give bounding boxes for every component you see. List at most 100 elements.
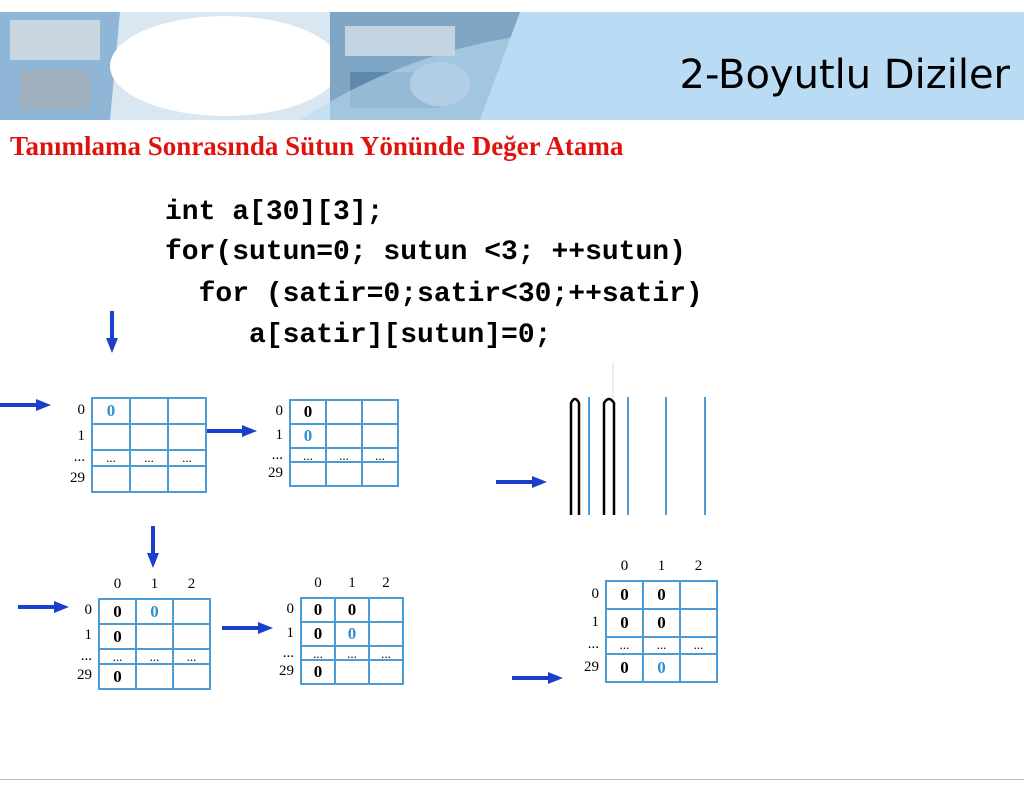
arrow-right-icon — [512, 672, 563, 684]
table-cell: 0 — [347, 624, 357, 643]
arrow-right-icon — [496, 476, 547, 488]
table-cell: 0 — [106, 401, 116, 420]
table-row-label: 1 — [77, 427, 86, 444]
table-cell: 0 — [657, 613, 666, 632]
table-cell — [369, 598, 403, 622]
table-cell — [130, 398, 168, 424]
code-line-1: int a[30][3]; — [165, 197, 384, 228]
table-cell — [362, 462, 398, 486]
table-cell: 0 — [657, 658, 666, 677]
table-cell — [369, 622, 403, 646]
table-cell — [173, 664, 210, 689]
arrow-right-icon — [0, 399, 51, 411]
table-row-label: 29 — [268, 464, 283, 481]
table-cell: 0 — [313, 624, 323, 643]
code-line-2: for(sutun=0; sutun <3; ++sutun) — [165, 237, 686, 268]
table-border — [605, 580, 718, 683]
table-cell — [173, 599, 210, 624]
table-row-label: 0 — [286, 600, 295, 617]
slide-bottom-divider — [0, 779, 1024, 780]
table-cell — [168, 466, 206, 492]
table-cell: ... — [347, 646, 357, 661]
arrow-right-icon — [18, 601, 69, 613]
table-cell: ... — [339, 448, 349, 463]
header-banner: 2-Boyutlu Diziler — [0, 12, 1024, 120]
table-row-label: 0 — [275, 402, 284, 419]
table-row-label: 29 — [279, 662, 294, 679]
table-cell — [680, 654, 717, 682]
table-cell: 0 — [620, 585, 629, 604]
arrow-down-icon — [147, 526, 159, 568]
table-row-label: 1 — [591, 613, 600, 630]
table-cell: 0 — [620, 658, 629, 677]
table-grid-lines — [98, 598, 211, 690]
table-cell: ... — [693, 637, 704, 652]
table-cell: ... — [303, 448, 313, 463]
table-row-label: 29 — [70, 469, 85, 486]
table-cell: ... — [112, 649, 123, 664]
table-cell: ... — [144, 450, 154, 465]
table-row-label: ... — [80, 648, 92, 664]
table-cell: ... — [106, 450, 116, 465]
table-cell: 0 — [303, 402, 313, 421]
arrow-right-icon — [222, 622, 273, 634]
table-cell: ... — [375, 448, 385, 463]
table-border — [289, 399, 399, 487]
table-row-label: 29 — [584, 658, 599, 675]
table-cell — [335, 660, 369, 684]
table-column-header: 0 — [314, 575, 322, 591]
table-column-header: 2 — [382, 575, 390, 591]
table-cell: ... — [619, 637, 630, 652]
table-column-header: 1 — [150, 576, 159, 592]
table-cell: ... — [182, 450, 192, 465]
column-lines-icon — [569, 362, 706, 515]
table-cell: 0 — [150, 601, 159, 621]
table-cell — [290, 462, 326, 486]
table-row-label: ... — [587, 636, 599, 652]
code-line-4: a[satir][sutun]=0; — [165, 320, 552, 351]
table-cell: ... — [656, 637, 667, 652]
table-cell: ... — [381, 646, 391, 661]
table-column-header: 2 — [694, 558, 703, 574]
table-border — [98, 598, 211, 690]
table-cell: ... — [313, 646, 323, 661]
table-cell: 0 — [657, 585, 666, 604]
table-cell: 0 — [313, 600, 323, 619]
table-grid-lines — [605, 580, 718, 683]
table-cell: 0 — [113, 601, 122, 621]
table-cell: 0 — [113, 626, 122, 646]
section-subtitle: Tanımlama Sonrasında Sütun Yönünde Değer… — [10, 131, 624, 161]
table-row-label: 29 — [77, 667, 92, 683]
table-grid-lines — [300, 597, 404, 685]
table-cell — [680, 581, 717, 609]
table-grid-lines — [289, 399, 399, 487]
table-row-label: 0 — [591, 585, 600, 602]
table-cell — [173, 624, 210, 649]
table-column-header: 2 — [187, 576, 196, 592]
table-cell: 0 — [303, 426, 313, 445]
table-row-label: ... — [282, 645, 294, 661]
table-column-header: 1 — [657, 558, 666, 574]
table-row-label: 0 — [84, 602, 93, 618]
table-cell — [168, 424, 206, 450]
table-row-label: ... — [271, 447, 283, 463]
table-cell — [136, 624, 173, 649]
arrow-down-icon — [106, 311, 118, 353]
table-column-header: 1 — [348, 575, 356, 591]
table-cell — [362, 424, 398, 448]
table-column-header: 0 — [620, 558, 629, 574]
table-cell — [362, 400, 398, 424]
table-column-header: 0 — [113, 576, 122, 592]
table-cell — [92, 424, 130, 450]
table-cell: 0 — [313, 662, 323, 681]
table-row-label: ... — [73, 449, 85, 465]
table-cell — [326, 424, 362, 448]
table-row-label: 1 — [84, 627, 93, 643]
table-border — [300, 597, 404, 685]
table-cell: ... — [149, 649, 160, 664]
table-cell: 0 — [347, 600, 357, 619]
table-row-label: 1 — [286, 624, 295, 641]
table-cell — [680, 609, 717, 637]
table-cell — [369, 660, 403, 684]
